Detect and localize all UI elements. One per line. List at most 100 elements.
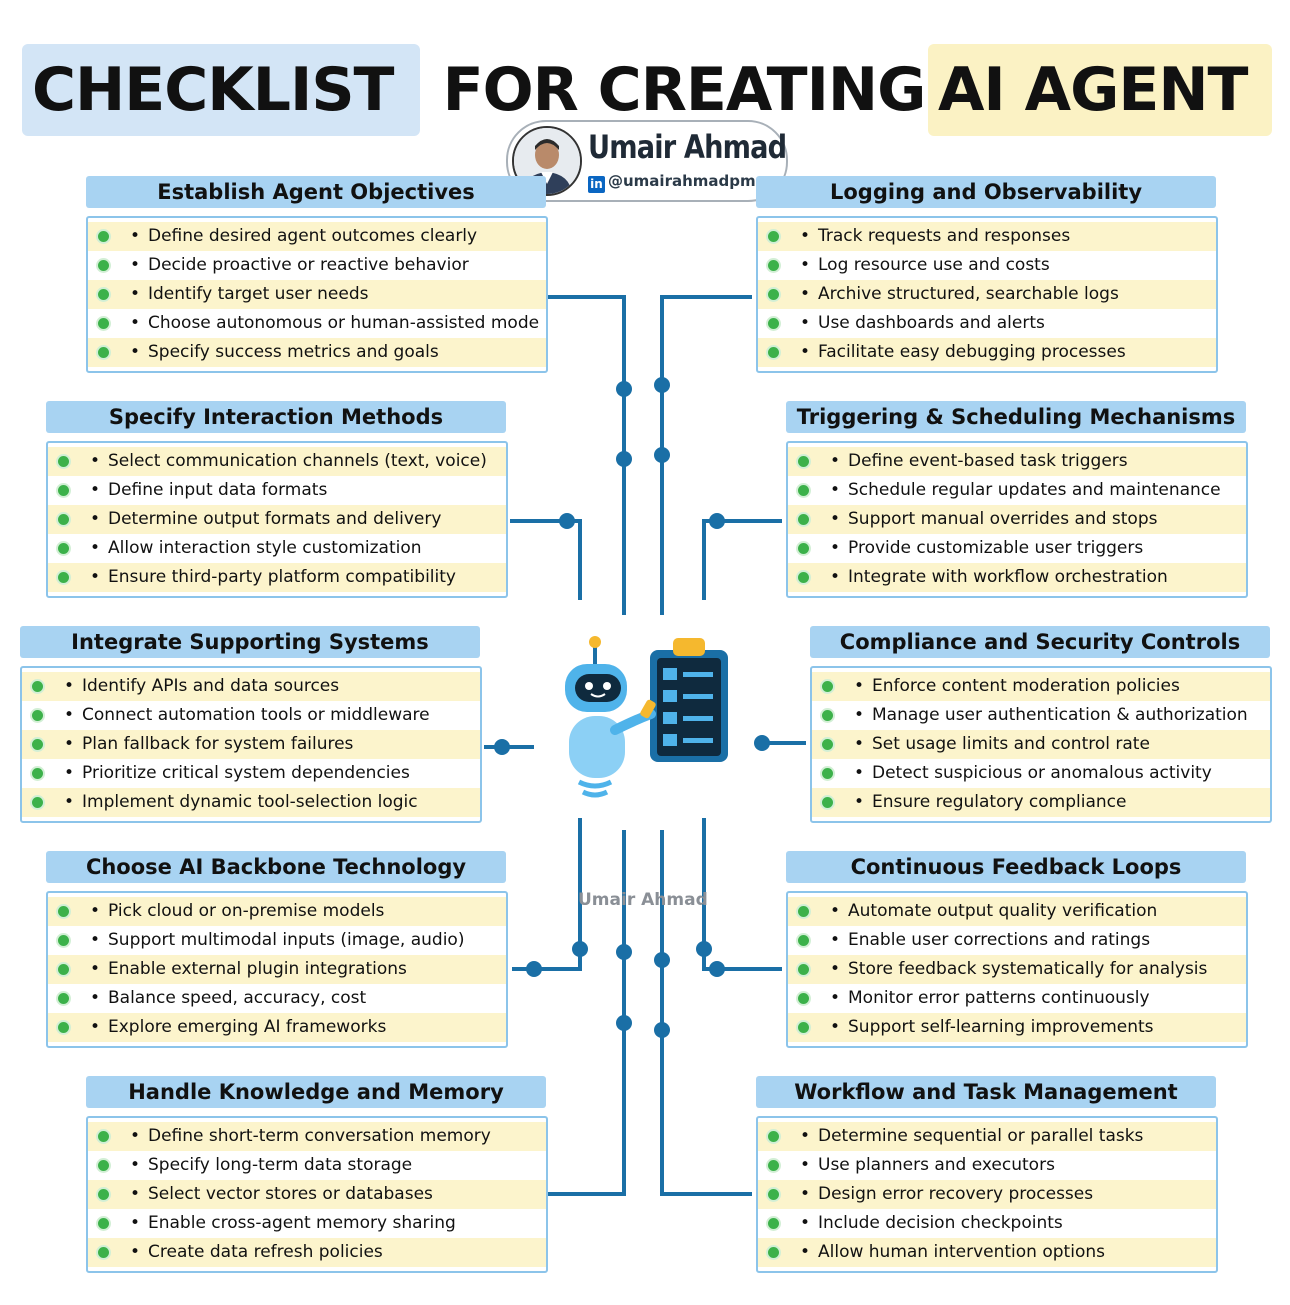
checklist-item: •Choose autonomous or human-assisted mod… (88, 309, 546, 338)
checklist-item: •Manage user authentication & authorizat… (812, 701, 1270, 730)
connector-node (616, 1015, 632, 1031)
section-checklist: •Select communication channels (text, vo… (46, 441, 508, 598)
green-dot-icon (58, 572, 69, 583)
checklist-item: •Select vector stores or databases (88, 1180, 546, 1209)
checklist-item: •Support manual overrides and stops (788, 505, 1246, 534)
green-dot-icon (798, 514, 809, 525)
connector-logging (660, 295, 752, 615)
watermark: Umair Ahmad (578, 890, 708, 910)
checklist-item: •Facilitate easy debugging processes (758, 338, 1216, 367)
checklist-item: •Schedule regular updates and maintenanc… (788, 476, 1246, 505)
green-dot-icon (98, 1160, 109, 1171)
green-dot-icon (768, 1218, 779, 1229)
green-dot-icon (98, 318, 109, 329)
green-dot-icon (58, 543, 69, 554)
checklist-item: •Set usage limits and control rate (812, 730, 1270, 759)
green-dot-icon (98, 260, 109, 271)
green-dot-icon (32, 681, 43, 692)
checklist-item: •Enable user corrections and ratings (788, 926, 1246, 955)
connector-node (616, 381, 632, 397)
checklist-item: •Ensure regulatory compliance (812, 788, 1270, 817)
checklist-item: •Pick cloud or on-premise models (48, 897, 506, 926)
section-checklist: •Define event-based task triggers •Sched… (786, 441, 1248, 598)
checklist-item: •Define short-term conversation memory (88, 1122, 546, 1151)
section-checklist: •Enforce content moderation policies •Ma… (810, 666, 1272, 823)
green-dot-icon (98, 1189, 109, 1200)
checklist-item: •Use dashboards and alerts (758, 309, 1216, 338)
section-checklist: •Determine sequential or parallel tasks … (756, 1116, 1218, 1273)
checklist-item: •Allow interaction style customization (48, 534, 506, 563)
linkedin-icon: in (588, 176, 605, 193)
green-dot-icon (798, 572, 809, 583)
checklist-item: •Integrate with workflow orchestration (788, 563, 1246, 592)
green-dot-icon (768, 1160, 779, 1171)
connector-knowledge (548, 830, 626, 1196)
checklist-item: •Identify APIs and data sources (22, 672, 480, 701)
connector-node (696, 941, 712, 957)
checklist-item: •Automate output quality verification (788, 897, 1246, 926)
section-checklist: •Pick cloud or on-premise models •Suppor… (46, 891, 508, 1048)
connector-node (654, 377, 670, 393)
connector-objectives (548, 295, 626, 615)
checklist-item: •Allow human intervention options (758, 1238, 1216, 1267)
checklist-item: •Define event-based task triggers (788, 447, 1246, 476)
checklist-item: •Ensure third-party platform compatibili… (48, 563, 506, 592)
checklist-item: •Enforce content moderation policies (812, 672, 1270, 701)
checklist-item: •Store feedback systematically for analy… (788, 955, 1246, 984)
checklist-item: •Support self-learning improvements (788, 1013, 1246, 1042)
checklist-item: •Design error recovery processes (758, 1180, 1216, 1209)
connector-feedback (702, 818, 782, 971)
green-dot-icon (822, 681, 833, 692)
author-name: Umair Ahmad (588, 128, 787, 166)
checklist-item: •Identify target user needs (88, 280, 546, 309)
green-dot-icon (32, 797, 43, 808)
author-handle[interactable]: in@umairahmadpm (588, 172, 756, 193)
checklist-item: •Connect automation tools or middleware (22, 701, 480, 730)
green-dot-icon (798, 1022, 809, 1033)
section-title: Triggering & Scheduling Mechanisms (786, 401, 1246, 433)
checklist-item: •Detect suspicious or anomalous activity (812, 759, 1270, 788)
green-dot-icon (768, 318, 779, 329)
connector-interaction (510, 519, 582, 600)
section-title: Handle Knowledge and Memory (86, 1076, 546, 1108)
author-badge: Umair Ahmad in@umairahmadpm (506, 120, 788, 202)
green-dot-icon (798, 964, 809, 975)
green-dot-icon (32, 710, 43, 721)
author-handle-text: @umairahmadpm (608, 172, 756, 190)
checklist-item: •Prioritize critical system dependencies (22, 759, 480, 788)
connector-node (572, 941, 588, 957)
green-dot-icon (822, 797, 833, 808)
checklist-item: •Balance speed, accuracy, cost (48, 984, 506, 1013)
checklist-item: •Archive structured, searchable logs (758, 280, 1216, 309)
section-title: Logging and Observability (756, 176, 1216, 208)
section-checklist: •Define short-term conversation memory •… (86, 1116, 548, 1273)
checklist-item: •Plan fallback for system failures (22, 730, 480, 759)
connector-node (494, 739, 510, 755)
green-dot-icon (798, 935, 809, 946)
green-dot-icon (58, 906, 69, 917)
green-dot-icon (798, 456, 809, 467)
green-dot-icon (58, 456, 69, 467)
green-dot-icon (768, 347, 779, 358)
checklist-item: •Specify success metrics and goals (88, 338, 546, 367)
green-dot-icon (58, 993, 69, 1004)
green-dot-icon (32, 768, 43, 779)
green-dot-icon (822, 768, 833, 779)
connector-backbone (512, 818, 582, 971)
checklist-item: •Include decision checkpoints (758, 1209, 1216, 1238)
green-dot-icon (768, 1131, 779, 1142)
checklist-item: •Explore emerging AI frameworks (48, 1013, 506, 1042)
green-dot-icon (98, 1131, 109, 1142)
section-checklist: •Define desired agent outcomes clearly •… (86, 216, 548, 373)
green-dot-icon (822, 710, 833, 721)
section-title: Compliance and Security Controls (810, 626, 1270, 658)
section-title: Continuous Feedback Loops (786, 851, 1246, 883)
connector-node (559, 513, 575, 529)
connector-node (754, 735, 770, 751)
checklist-item: •Enable cross-agent memory sharing (88, 1209, 546, 1238)
green-dot-icon (58, 514, 69, 525)
green-dot-icon (798, 485, 809, 496)
checklist-item: •Implement dynamic tool-selection logic (22, 788, 480, 817)
checklist-item: •Create data refresh policies (88, 1238, 546, 1267)
connector-triggering (702, 519, 782, 600)
